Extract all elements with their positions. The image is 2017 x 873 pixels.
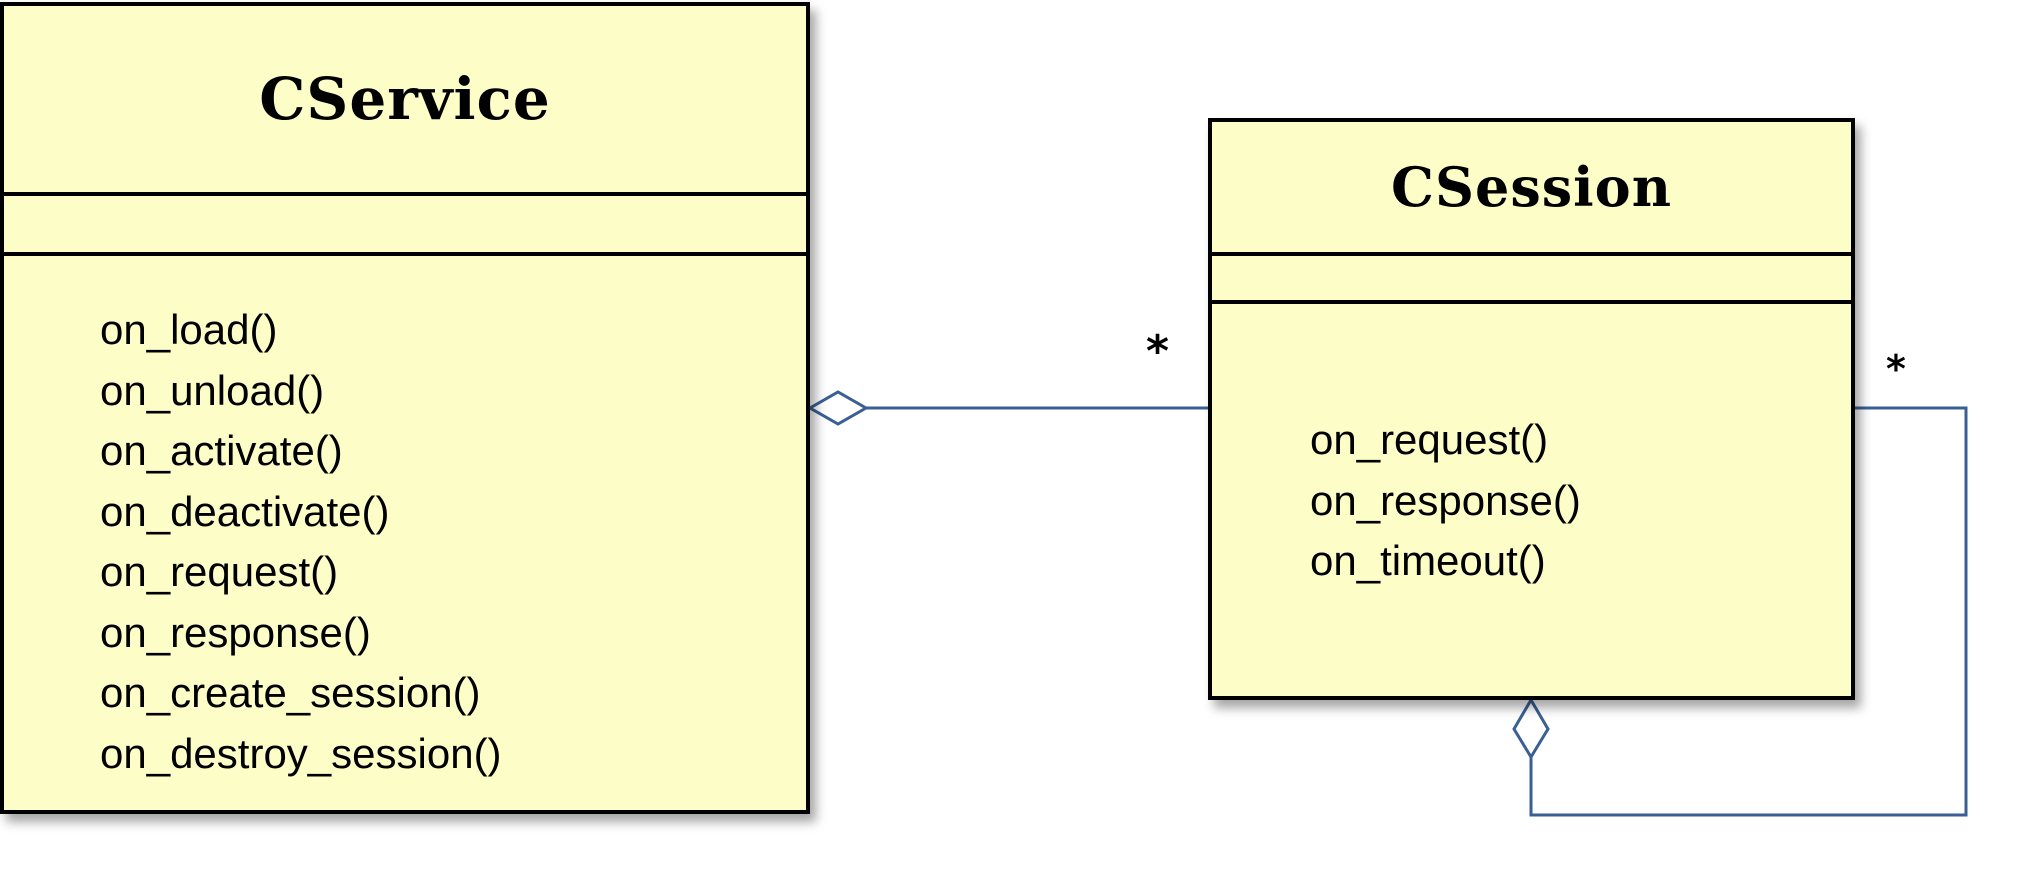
operation-on-create-session: on_create_session()	[100, 669, 481, 716]
session-aggregation-diamond	[1512, 697, 1550, 760]
multiplicity-service-sessions: *	[1146, 326, 1170, 377]
class-name: CService	[4, 6, 806, 196]
operation-on-load: on_load()	[100, 306, 278, 353]
session-self-association-line	[1529, 406, 1968, 817]
operations-compartment: on_request() on_response() on_timeout()	[1212, 304, 1851, 592]
operation-on-response: on_response()	[1310, 476, 1581, 524]
operation-on-activate: on_activate()	[100, 427, 343, 474]
class-cservice[interactable]: CService on_load() on_unload() on_activa…	[0, 2, 810, 814]
attributes-compartment	[4, 196, 806, 256]
operation-on-deactivate: on_deactivate()	[100, 487, 390, 535]
operation-on-destroy-session: on_destroy_session()	[100, 729, 502, 777]
operation-on-unload: on_unload()	[100, 366, 325, 414]
operation-on-response: on_response()	[100, 608, 371, 656]
attributes-compartment	[1212, 256, 1851, 304]
class-name: CSession	[1212, 122, 1851, 256]
operation-on-timeout: on_timeout()	[1310, 537, 1546, 584]
operation-on-request: on_request()	[1310, 416, 1549, 463]
service-aggregation-diamond	[806, 390, 870, 426]
class-csession[interactable]: CSession on_request() on_response() on_t…	[1208, 118, 1855, 700]
multiplicity-session-self: *	[1886, 347, 1906, 391]
operation-on-request: on_request()	[100, 548, 339, 595]
operations-compartment: on_load() on_unload() on_activate() on_d…	[4, 256, 806, 784]
